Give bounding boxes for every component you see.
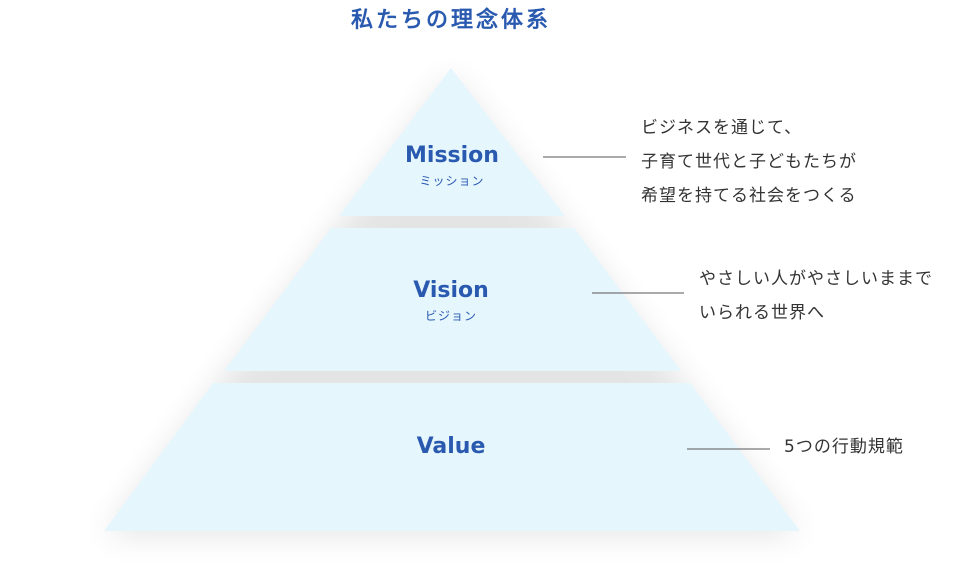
value-description: 5つの行動規範 xyxy=(784,430,904,464)
mission-description-line: ビジネスを通じて、 xyxy=(641,118,803,138)
vision-description: やさしい人がやさしいままで いられる世界へ xyxy=(699,262,933,330)
vision-description-line: いられる世界へ xyxy=(699,303,825,323)
vision-label: Vision xyxy=(413,278,489,303)
value-tier xyxy=(104,383,800,531)
mission-description-line: 子育て世代と子どもたちが xyxy=(641,152,857,172)
value-label: Value xyxy=(417,434,486,459)
mission-sublabel: ミッション xyxy=(419,174,484,188)
vision-tier xyxy=(224,228,681,371)
value-description-line: 5つの行動規範 xyxy=(784,437,904,457)
diagram-title: 私たちの理念体系 xyxy=(350,8,551,33)
mission-description-line: 希望を持てる社会をつくる xyxy=(641,186,857,206)
vision-description-line: やさしい人がやさしいままで xyxy=(699,269,933,289)
mission-tier xyxy=(339,68,565,216)
vision-sublabel: ビジョン xyxy=(425,309,477,323)
mission-label: Mission xyxy=(405,143,499,168)
mission-description: ビジネスを通じて、 子育て世代と子どもたちが 希望を持てる社会をつくる xyxy=(641,111,857,213)
